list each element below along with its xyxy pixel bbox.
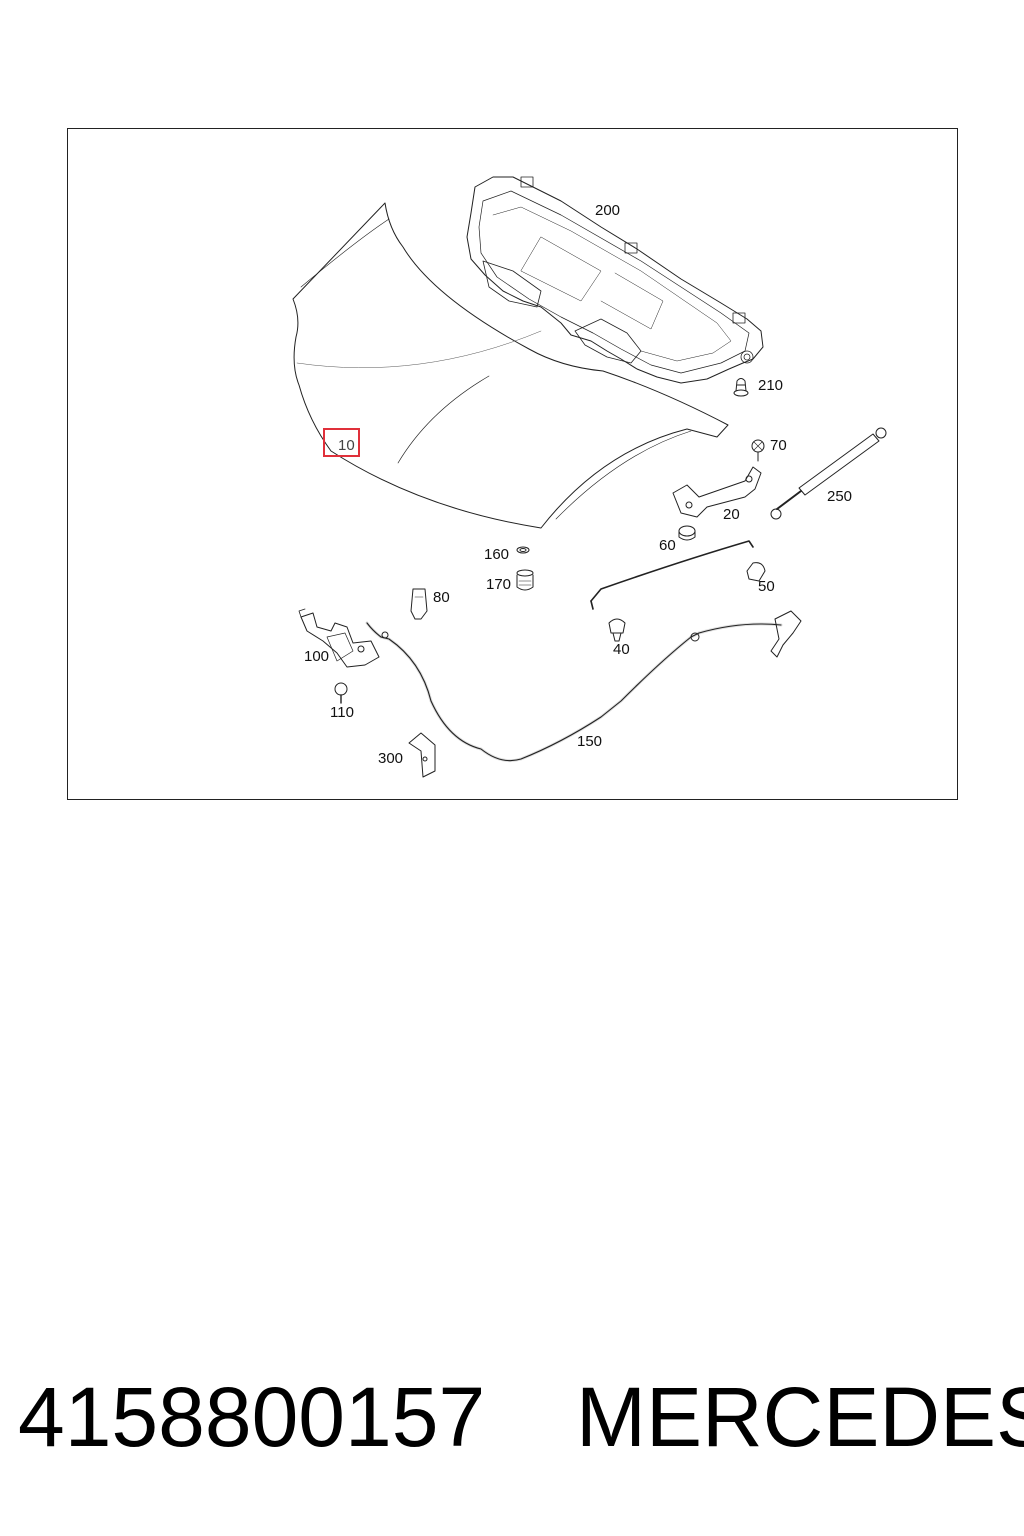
callout-250[interactable]: 250	[827, 488, 853, 505]
callout-100[interactable]: 100	[304, 648, 330, 665]
switch-part-80	[410, 588, 428, 620]
parts-diagram-frame: 10 200 210 70 250 20 60 160 170 80 50 40…	[67, 128, 958, 800]
callout-80[interactable]: 80	[433, 589, 450, 606]
callout-70[interactable]: 70	[770, 437, 787, 454]
callout-210[interactable]: 210	[758, 377, 784, 394]
callout-300[interactable]: 300	[378, 750, 404, 767]
callout-50[interactable]: 50	[758, 578, 775, 595]
hood-part	[292, 202, 729, 529]
clip-part-210	[733, 378, 749, 397]
brand-name: MERCEDES	[576, 1370, 1024, 1464]
callout-150[interactable]: 150	[577, 733, 603, 750]
callout-170[interactable]: 170	[486, 576, 512, 593]
screw-part-70	[751, 439, 765, 462]
hood-lock-part	[298, 608, 380, 668]
bump-stop-part-170	[516, 569, 534, 591]
callout-160[interactable]: 160	[484, 546, 510, 563]
part-caption: 4158800157 MERCEDES	[18, 1370, 1024, 1464]
callout-10[interactable]: 10	[323, 428, 360, 457]
callout-20[interactable]: 20	[723, 506, 740, 523]
bolt-part-110	[334, 682, 348, 704]
callout-200[interactable]: 200	[595, 202, 621, 219]
hinge-part	[672, 466, 762, 518]
hood-liner-part	[466, 176, 764, 384]
part-number: 4158800157	[18, 1370, 486, 1464]
callout-110[interactable]: 110	[330, 704, 354, 721]
release-cable-part	[365, 610, 802, 763]
grommet-part-160	[516, 546, 530, 554]
gas-strut-part	[770, 427, 887, 520]
rod-clip-part-50	[746, 562, 766, 582]
buffer-part-60	[678, 525, 696, 541]
callout-40[interactable]: 40	[613, 641, 630, 658]
prop-rod-part	[590, 540, 754, 610]
rod-holder-part-40	[608, 618, 626, 642]
callout-60[interactable]: 60	[659, 537, 676, 554]
bracket-part-300	[408, 732, 436, 778]
parts-diagram-drawing	[292, 176, 887, 778]
